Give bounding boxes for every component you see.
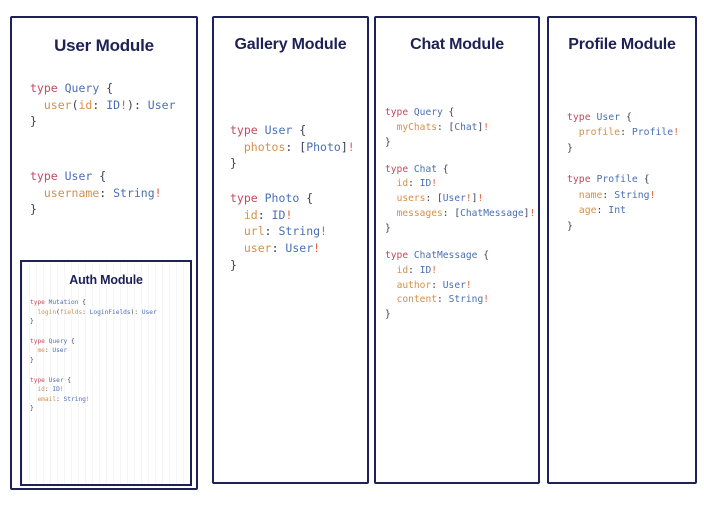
panel-gallery-module[interactable]: Gallery Module type User { photos: [Phot… [212,16,369,484]
panel-profile-module[interactable]: Profile Module type User { profile: Prof… [547,16,697,484]
panel-auth-module[interactable]: Auth Module type Mutation { login(fields… [20,260,192,486]
code-block-auth-user: type User { id: ID! email: String! } [30,376,90,413]
code-block-auth-query: type Query { me: User } [30,337,75,365]
panel-user-module[interactable]: User Module type Query { user(id: ID!): … [10,16,198,490]
code-block-profile-type: type Profile { name: String! age: Int } [567,174,656,232]
code-block-gallery-photo: type Photo { id: ID! url: String! user: … [230,191,327,272]
code-block-chat-type: type Chat { id: ID! users: [User!]! mess… [385,163,536,235]
code-block-chat-query: type Query { myChats: [Chat]! } [385,107,489,148]
code-block-auth-mutation: type Mutation { login(fields: LoginField… [30,299,157,326]
code-block-chat-message: type ChatMessage { id: ID! author: User!… [385,249,489,321]
panel-title-auth-module: Auth Module [69,273,143,287]
code-block-profile-user: type User { profile: Profile! } [567,112,680,154]
code-block-user-type: type User { username: String! } [30,169,162,217]
code-block-user-query: type Query { user(id: ID!): User } [30,81,176,129]
panel-title-user-module: User Module [54,36,154,55]
panel-chat-module[interactable]: Chat Module type Query { myChats: [Chat]… [374,16,540,484]
panel-title-chat-module: Chat Module [410,36,504,53]
code-block-gallery-user: type User { photos: [Photo]! } [230,123,355,171]
panel-title-profile-module: Profile Module [568,36,676,53]
panel-title-gallery-module: Gallery Module [234,36,347,53]
